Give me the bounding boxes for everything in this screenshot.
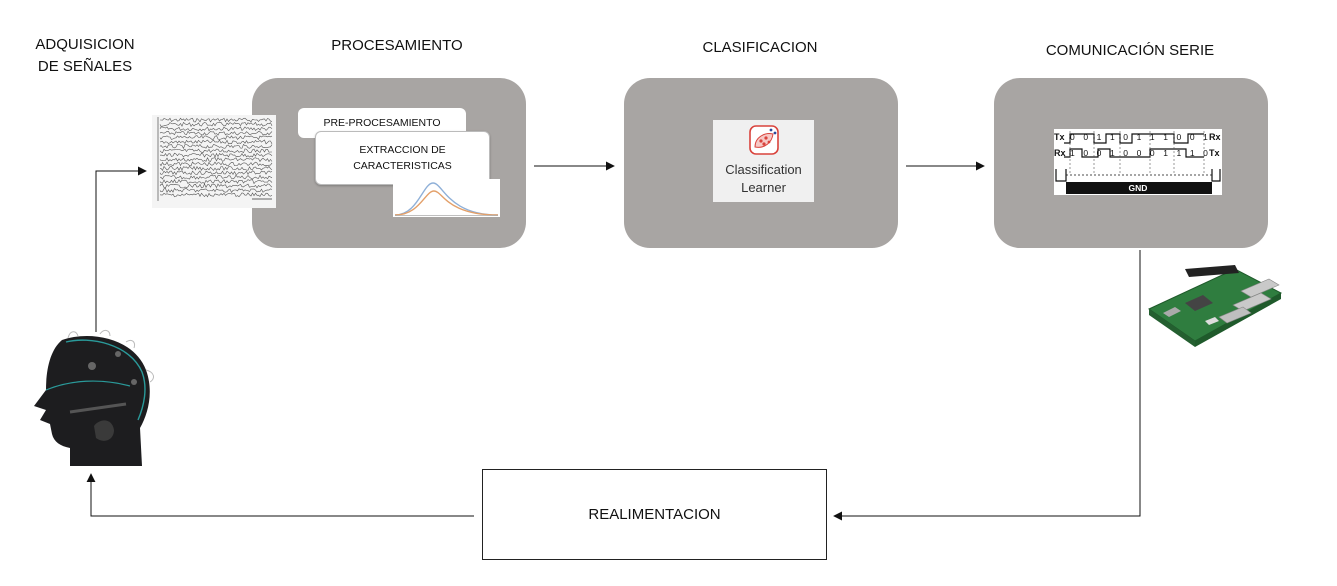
rx-bits-0: 1 [1070,148,1075,158]
tx-bits-8: 0 [1176,132,1182,142]
eeg-cap-head-icon [34,329,154,466]
tx-bits-6: 1 [1149,132,1155,142]
tx-bits-5: 1 [1136,132,1142,142]
rx-bits-8: 1 [1176,148,1182,158]
feature-line1: EXTRACCION DE [359,144,446,156]
classification-title: CLASIFICACION [702,39,818,56]
acquisition-title-line1: ADQUISICION [35,36,135,53]
rx-bits-4: 0 [1123,148,1128,158]
arrow-serial-to-feedback [833,250,1141,521]
feature-line2: CARACTERISTICAS [353,160,452,172]
app-label-line2: Learner [741,180,786,195]
raspberry-pi-icon [1148,265,1283,347]
distribution-curve-icon [393,179,500,217]
rx-bits-7: 1 [1163,148,1168,158]
gnd-label: GND [1128,183,1148,193]
rx-label: Rx [1054,148,1066,158]
app-label-line1: Classification [725,162,802,177]
tx-bits-0: 0 [1070,132,1075,142]
feedback-box: REALIMENTACION [482,469,827,560]
rx-bits-9: 1 [1189,148,1195,158]
rx-end-label: Tx [1209,148,1220,158]
tx-bits-4: 0 [1123,132,1128,142]
arrow-acquisition-to-processing [95,166,147,332]
rx-bits-2: 0 [1096,148,1102,158]
tx-bits-7: 1 [1163,132,1168,142]
tx-bits-9: 0 [1189,132,1195,142]
classification-learner-app: Classification Learner [713,120,814,202]
tx-bits-2: 1 [1096,132,1102,142]
rx-bits-5: 0 [1136,148,1142,158]
feature-extraction-card: EXTRACCION DE CARACTERISTICAS [315,131,490,185]
rx-bits-1: 0 [1083,148,1089,158]
processing-title: PROCESAMIENTO [331,37,463,54]
classification-learner-icon [748,125,779,155]
feedback-label: REALIMENTACION [588,506,721,523]
acquisition-title-line2: DE SEÑALES [37,58,133,75]
acquisition-title: ADQUISICION DE SEÑALES [20,34,150,78]
tx-end-label: Rx [1209,132,1221,142]
eeg-chart-icon [152,115,276,208]
rx-bits-6: 0 [1149,148,1155,158]
rx-bits-10: 0 [1203,148,1208,158]
serial-waveform [1055,131,1221,194]
preprocessing-label: PRE-PROCESAMIENTO [323,117,441,129]
rx-bits-3: 1 [1109,148,1115,158]
tx-bits-3: 1 [1109,132,1115,142]
tx-label: Tx [1054,132,1065,142]
tx-bits-10: 1 [1203,132,1208,142]
arrow-feedback-to-acquisition [86,473,474,517]
tx-bits-1: 0 [1083,132,1089,142]
serial-title: COMUNICACIÓN SERIE [1045,42,1215,59]
